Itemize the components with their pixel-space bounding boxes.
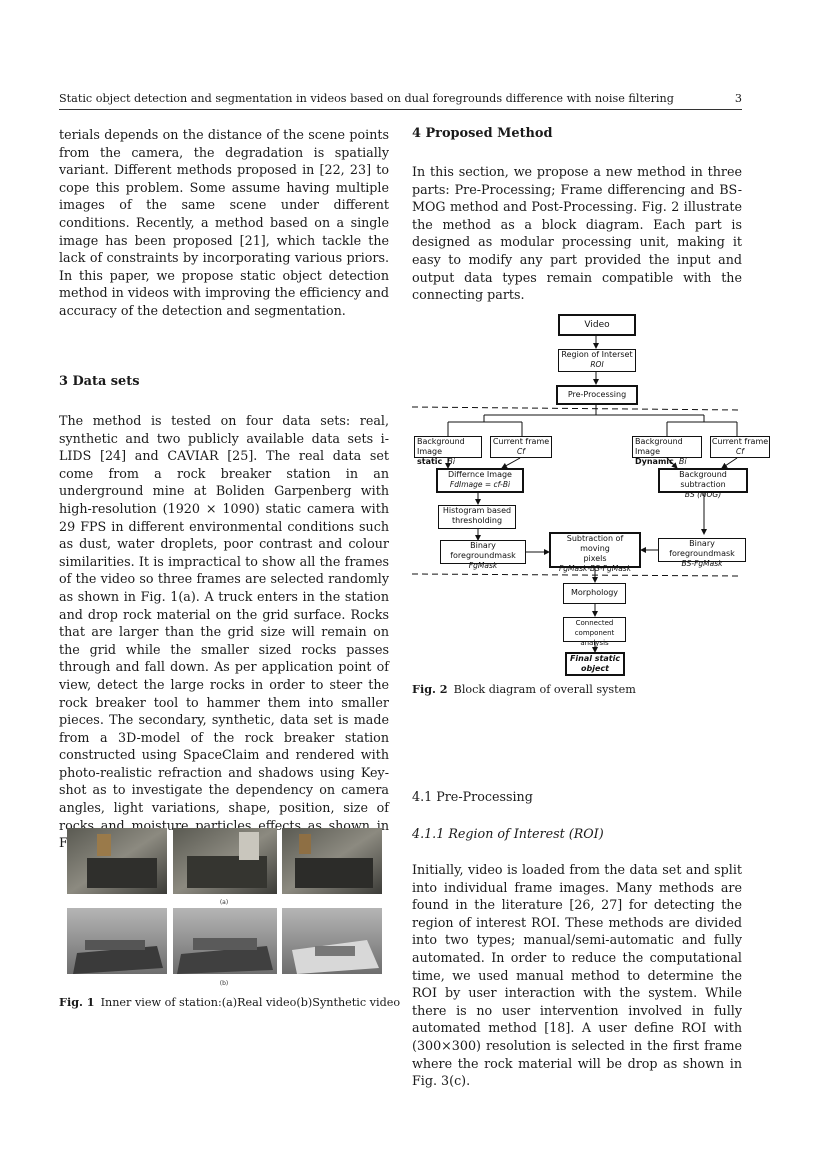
real-video-frame-3	[282, 828, 382, 894]
final-static-object-block: Final static object	[565, 652, 625, 676]
background-subtraction-block: Background subtraction BS (MOG)	[658, 468, 748, 499]
histogram-threshold-block: Histogram based thresholding	[438, 505, 516, 529]
connected-component-block: Connected component analysis	[563, 617, 626, 647]
binary-foreground-mask-left-block: Binary foregroundmask FgMask	[440, 540, 526, 570]
difference-image-block: Differnce Image FdImage = cf-Bi	[436, 468, 524, 493]
figure-2-block-diagram: Video Region of Interset ROI Pre-Process…	[412, 312, 770, 678]
diagram-connectors	[412, 336, 742, 653]
background-image-static-block: Background Image static Bi	[414, 436, 482, 466]
synthetic-video-frame-1	[67, 908, 167, 974]
current-frame-left-block: Current frame Cf	[490, 436, 552, 458]
section-3-heading: 3 Data sets	[59, 374, 140, 389]
current-frame-right-block: Current frame Cf	[710, 436, 770, 458]
right-paragraph-1: In this section, we propose a new method…	[412, 164, 742, 303]
binary-foreground-mask-right-block: Binary foregroundmask BS-FgMask	[658, 538, 746, 568]
morphology-block: Morphology	[563, 583, 626, 604]
subsubsection-4-1-1-heading: 4.1.1 Region of Interest (ROI)	[412, 826, 604, 841]
page-number: 3	[734, 92, 742, 105]
section-4-heading: 4 Proposed Method	[412, 126, 553, 141]
running-title: Static object detection and segmentation…	[59, 92, 674, 105]
left-paragraph-1: terials depends on the distance of the s…	[59, 127, 389, 318]
right-paragraph-2: Initially, video is loaded from the data…	[412, 862, 742, 1089]
synthetic-video-frame-2	[173, 908, 277, 974]
roi-block: Region of Interset ROI	[558, 349, 636, 372]
subsection-4-1-heading: 4.1 Pre-Processing	[412, 789, 533, 804]
fig1-label-b: (b)	[220, 980, 229, 987]
synthetic-video-frame-3	[282, 908, 382, 974]
video-block: Video	[558, 314, 636, 336]
real-video-frame-1	[67, 828, 167, 894]
subtraction-moving-pixels-block: Subtraction of moving pixels FgMask-BS-F…	[549, 532, 641, 573]
background-image-dynamic-block: Background Image Dynamic Bi	[632, 436, 702, 466]
left-paragraph-2: The method is tested on four data sets: …	[59, 413, 389, 850]
fig1-label-a: (a)	[220, 899, 228, 906]
figure-1-image: (a) (b)	[67, 828, 382, 988]
running-header: Static object detection and segmentation…	[59, 91, 742, 110]
pre-processing-block: Pre-Processing	[556, 385, 638, 405]
real-video-frame-2	[173, 828, 277, 894]
figure-1-photo-grid: (a) (b)	[67, 828, 382, 987]
